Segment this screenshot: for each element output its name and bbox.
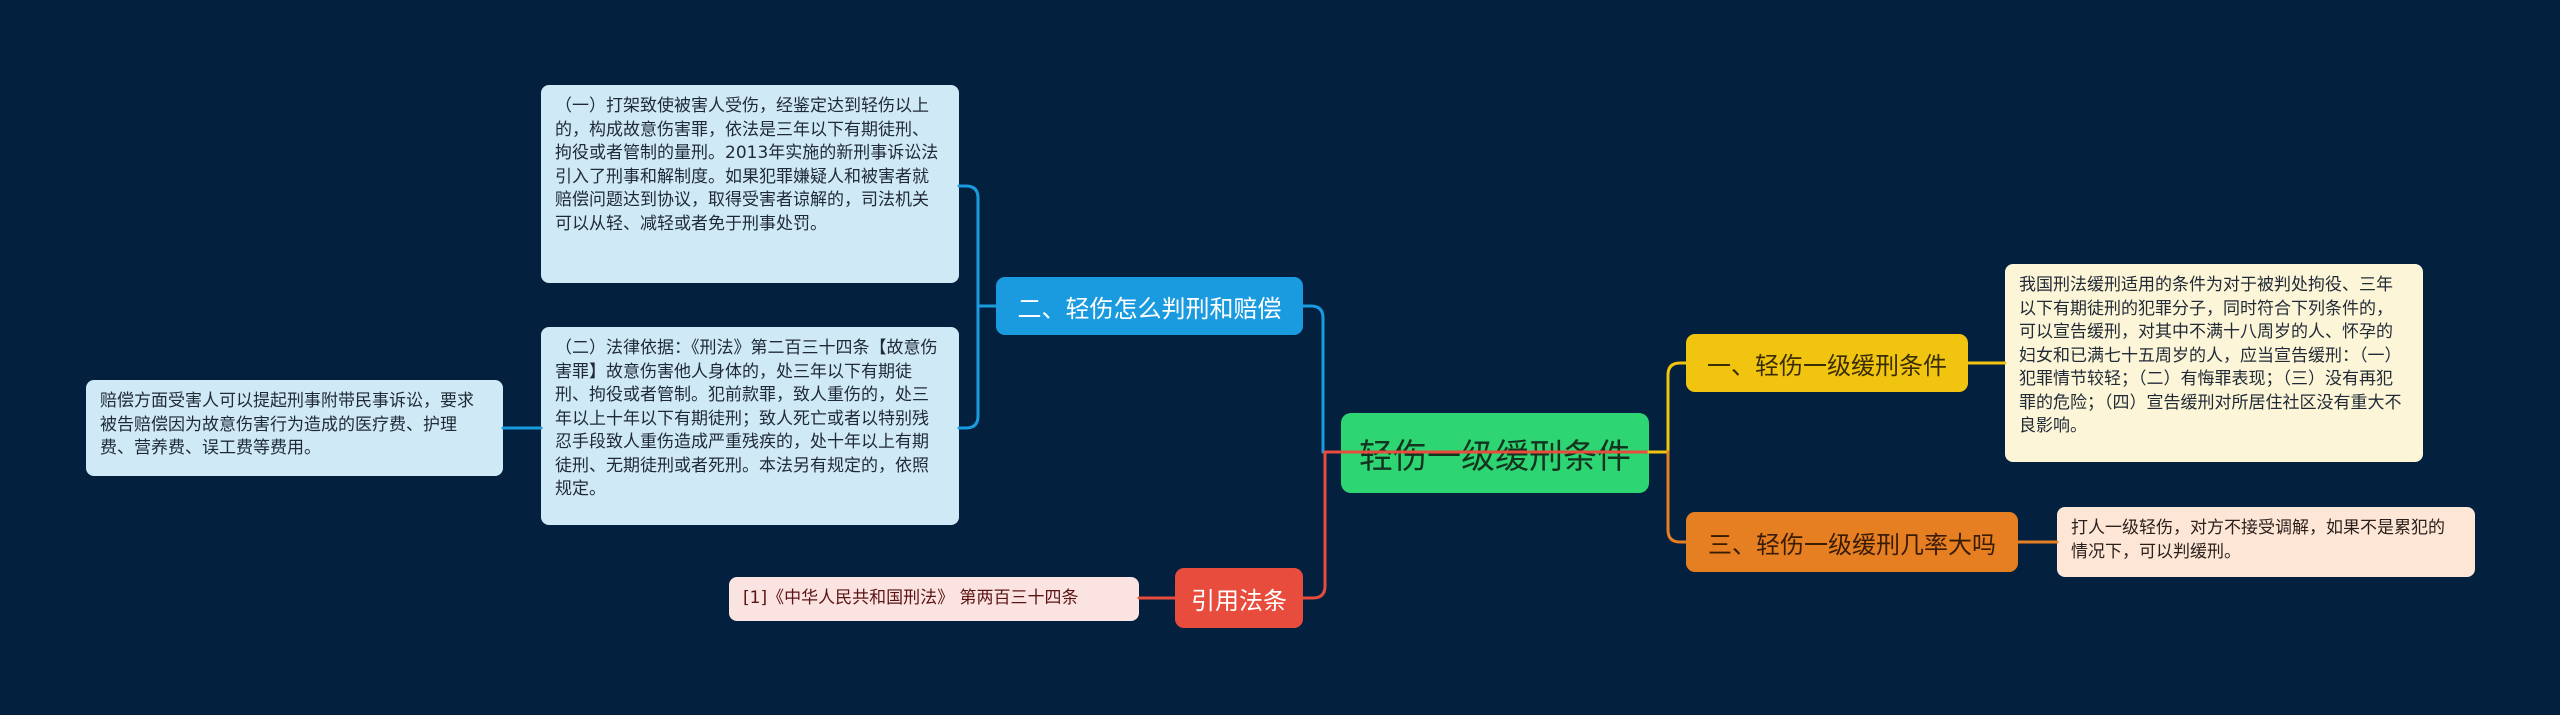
branch-conditions[interactable]: 一、轻伤一级缓刑条件 (1686, 334, 1968, 392)
connector-sentencing-detail-1 (957, 184, 998, 308)
central-topic[interactable]: 轻伤一级缓刑条件 (1341, 413, 1649, 493)
sentencing-detail-1[interactable]: （一）打架致使被害人受伤，经鉴定达到轻伤以上的，构成故意伤害罪，依法是三年以下有… (541, 85, 959, 283)
conditions-detail-text: 我国刑法缓刑适用的条件为对于被判处拘役、三年以下有期徒刑的犯罪分子，同时符合下列… (2019, 275, 2402, 436)
branch-sentencing-label: 二、轻伤怎么判刑和赔偿 (1017, 294, 1282, 323)
branch-probability[interactable]: 三、轻伤一级缓刑几率大吗 (1686, 512, 2018, 572)
sentencing-sub-detail[interactable]: 赔偿方面受害人可以提起刑事附带民事诉讼，要求被告赔偿因为故意伤害行为造成的医疗费… (86, 380, 503, 476)
probability-detail[interactable]: 打人一级轻伤，对方不接受调解，如果不是累犯的情况下，可以判缓刑。 (2057, 507, 2475, 577)
citation-detail[interactable]: [1]《中华人民共和国刑法》 第两百三十四条 (729, 577, 1139, 621)
sentencing-detail-2-text: （二）法律依据：《刑法》第二百三十四条【故意伤害罪】故意伤害他人身体的，处三年以… (555, 338, 938, 499)
connector-sentencing-detail-2 (957, 304, 980, 430)
sentencing-sub-detail-text: 赔偿方面受害人可以提起刑事附带民事诉讼，要求被告赔偿因为故意伤害行为造成的医疗费… (100, 391, 474, 458)
central-topic-label: 轻伤一级缓刑条件 (1359, 436, 1631, 477)
branch-citations-label: 引用法条 (1191, 586, 1287, 615)
sentencing-detail-2[interactable]: （二）法律依据：《刑法》第二百三十四条【故意伤害罪】故意伤害他人身体的，处三年以… (541, 327, 959, 525)
branch-probability-label: 三、轻伤一级缓刑几率大吗 (1708, 530, 1996, 559)
branch-conditions-label: 一、轻伤一级缓刑条件 (1707, 351, 1947, 380)
citation-detail-text: [1]《中华人民共和国刑法》 第两百三十四条 (743, 588, 1079, 609)
connector-central-conditions (1647, 361, 1688, 454)
connector-central-probability (1666, 450, 1688, 544)
probability-detail-text: 打人一级轻伤，对方不接受调解，如果不是累犯的情况下，可以判缓刑。 (2071, 518, 2445, 562)
connector-central-sentencing (1301, 304, 1325, 454)
sentencing-detail-1-text: （一）打架致使被害人受伤，经鉴定达到轻伤以上的，构成故意伤害罪，依法是三年以下有… (555, 96, 939, 234)
branch-citations[interactable]: 引用法条 (1175, 568, 1303, 628)
conditions-detail[interactable]: 我国刑法缓刑适用的条件为对于被判处拘役、三年以下有期徒刑的犯罪分子，同时符合下列… (2005, 264, 2423, 462)
branch-sentencing[interactable]: 二、轻伤怎么判刑和赔偿 (996, 277, 1303, 335)
